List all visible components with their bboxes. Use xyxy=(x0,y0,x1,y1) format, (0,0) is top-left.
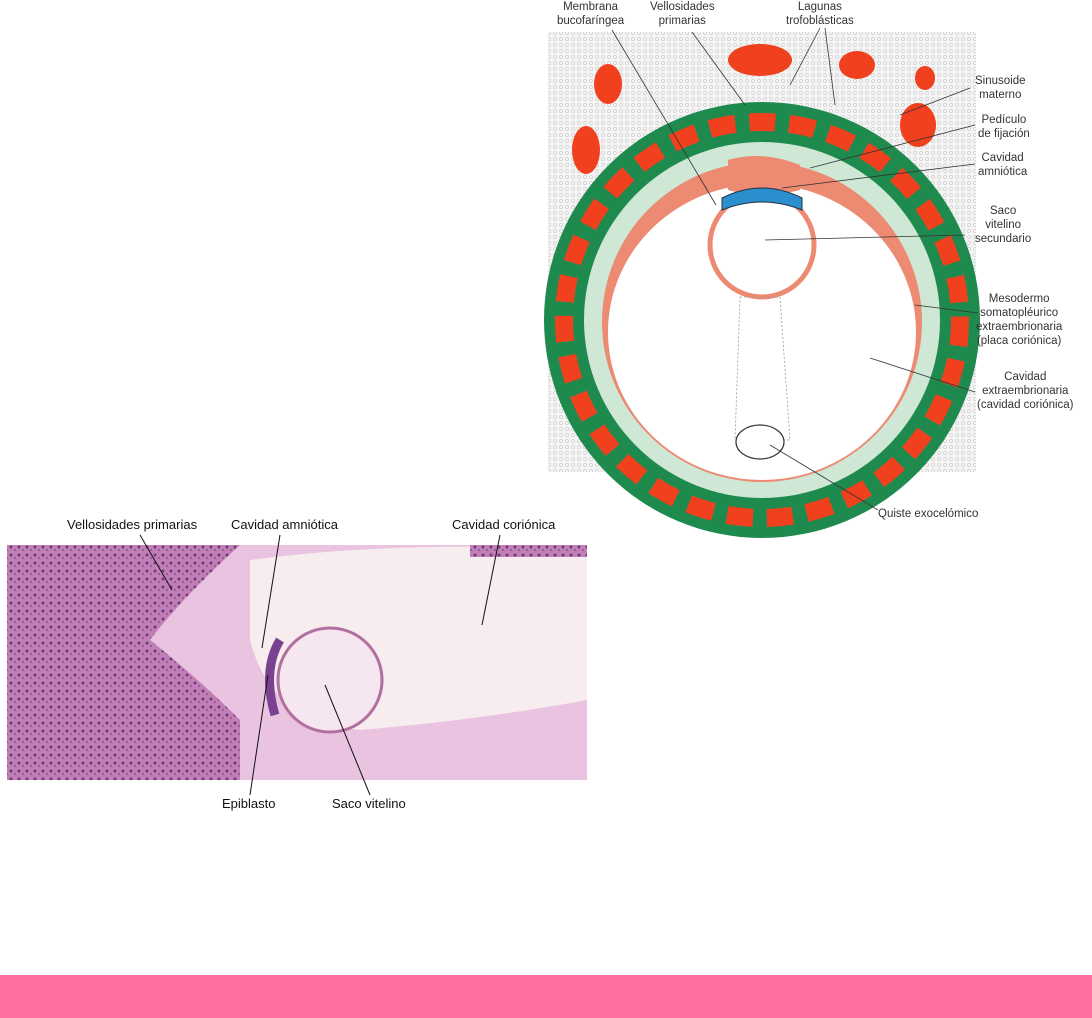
label-quiste-exocelomico: Quiste exocelómico xyxy=(878,508,979,520)
footer-bar xyxy=(0,975,1092,1018)
micro-label-cavidad-corionica: Cavidad coriónica xyxy=(452,517,556,532)
micro-label-vellosidades: Vellosidades primarias xyxy=(67,517,198,532)
trophoblastic-lacunae xyxy=(555,113,969,527)
micro-label-epiblasto: Epiblasto xyxy=(222,796,276,811)
label-cavidad-amniotica: Cavidad amniótica xyxy=(978,152,1028,178)
leader-lines xyxy=(611,27,979,511)
micro-label-cavidad-amniotica: Cavidad amniótica xyxy=(231,517,338,532)
label-mesodermo: Mesodermo somatopléurico extraembrionari… xyxy=(976,293,1063,347)
label-saco-vitelino-secundario: Saco vitelino secundario xyxy=(975,205,1032,245)
epiblast-micro xyxy=(265,637,284,717)
label-pediculo-fijacion: Pedículo de fijación xyxy=(978,114,1030,140)
maternal-sinusoids xyxy=(572,44,936,174)
label-lagunas-trofoblasticas: Lagunas trofoblásticas xyxy=(786,1,854,27)
label-cavidad-extraembrionaria: Cavidad extraembrionaria (cavidad corión… xyxy=(977,371,1074,411)
embryonic-disc xyxy=(721,187,803,211)
yolk-sac-micro xyxy=(276,626,384,734)
chorionic-cavity xyxy=(608,184,916,480)
label-sinusoide-materno: Sinusoide materno xyxy=(975,75,1026,101)
label-membrana-bucofaringea: Membrana bucofaríngea xyxy=(557,1,625,27)
micro-label-saco-vitelino: Saco vitelino xyxy=(332,796,406,811)
exocoelomic-cyst-vesicle xyxy=(735,424,785,460)
connecting-stalk xyxy=(728,156,800,195)
villi-tissue xyxy=(7,545,240,780)
label-vellosidades-primarias: Vellosidades primarias xyxy=(650,1,715,27)
